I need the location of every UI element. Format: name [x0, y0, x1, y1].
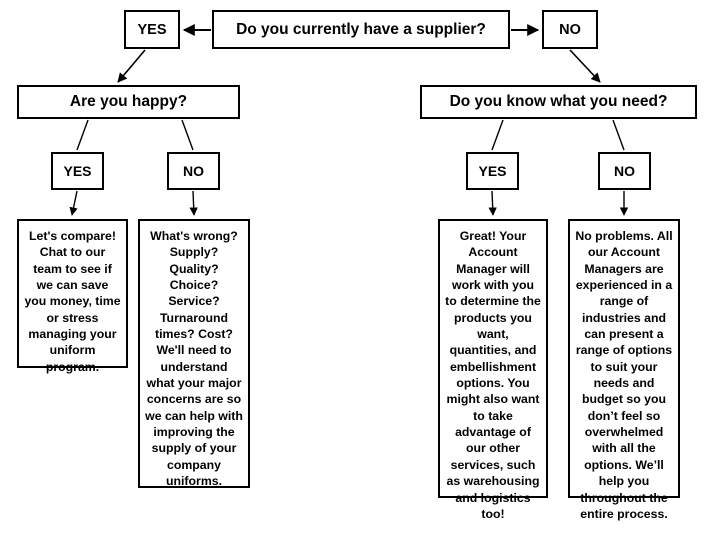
node-need-yes-label: YES [478, 163, 507, 179]
edge-happy-to-yes [76, 119, 89, 151]
edge-need-to-no [612, 119, 625, 151]
edge-needyes-to-great [488, 190, 497, 216]
edge-happy-to-no [181, 119, 194, 151]
node-outcome-whats-wrong-label: What's wrong? Supply? Quality? Choice? S… [145, 229, 243, 489]
node-happy-no[interactable]: NO [167, 152, 220, 190]
node-do-you-know-what-you-need-label: Do you know what you need? [449, 93, 668, 110]
node-outcome-great[interactable]: Great! Your Account Manager will work wi… [438, 219, 548, 521]
node-do-you-know-what-you-need[interactable]: Do you know what you need? [420, 85, 697, 119]
node-need-no[interactable]: NO [598, 152, 651, 190]
node-happy-yes[interactable]: YES [51, 152, 104, 190]
node-happy-no-label: NO [183, 163, 204, 179]
node-are-you-happy-label: Are you happy? [69, 93, 188, 110]
node-outcome-no-problems-label: No problems. All our Account Managers ar… [575, 229, 673, 521]
node-root-no-label: NO [559, 21, 581, 38]
edge-happyyes-to-compare [69, 190, 78, 216]
edge-no-to-need [569, 49, 601, 83]
node-are-you-happy[interactable]: Are you happy? [17, 85, 240, 119]
node-outcome-whats-wrong[interactable]: What's wrong? Supply? Quality? Choice? S… [138, 219, 250, 488]
node-outcome-compare[interactable]: Let's compare! Chat to our team to see i… [17, 219, 128, 374]
node-root-question-label: Do you currently have a supplier? [236, 20, 486, 38]
node-need-yes[interactable]: YES [466, 152, 519, 190]
edge-need-to-yes [491, 119, 504, 151]
edge-yes-to-happy [117, 49, 146, 83]
node-root-question[interactable]: Do you currently have a supplier? [212, 10, 510, 49]
node-outcome-great-label: Great! Your Account Manager will work wi… [445, 229, 541, 521]
node-outcome-no-problems[interactable]: No problems. All our Account Managers ar… [568, 219, 680, 521]
node-outcome-compare-label: Let's compare! Chat to our team to see i… [24, 229, 121, 374]
node-happy-yes-label: YES [63, 163, 92, 179]
node-root-yes[interactable]: YES [124, 10, 180, 49]
node-root-yes-label: YES [137, 21, 167, 38]
node-need-no-label: NO [614, 163, 635, 179]
edge-happyno-to-wrong [189, 190, 198, 216]
node-root-no[interactable]: NO [542, 10, 598, 49]
